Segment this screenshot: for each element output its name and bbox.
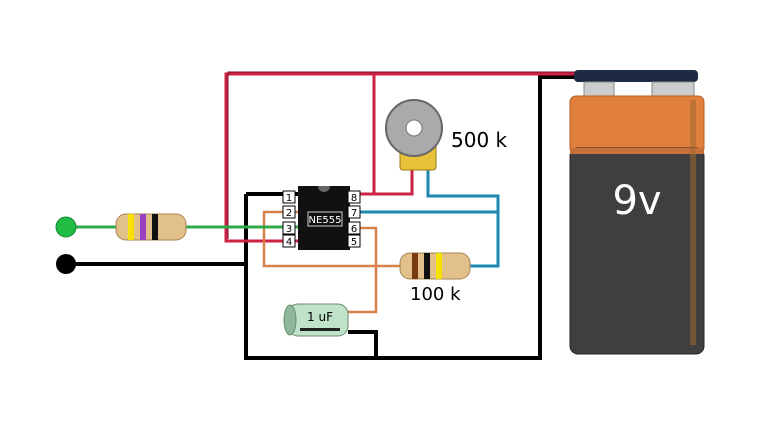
chip-pin-3: 3	[286, 224, 292, 235]
capacitor	[283, 303, 349, 337]
ground-wires	[66, 75, 580, 360]
chip-pin-5: 5	[351, 237, 357, 248]
battery-label: 9v	[612, 178, 661, 224]
threshold-wires	[262, 210, 404, 314]
chip-label: NE555	[309, 215, 342, 226]
battery-9v	[569, 70, 705, 355]
potentiometer-label: 500 k	[451, 128, 508, 152]
capacitor-label: 1 uF	[307, 310, 333, 324]
timing-wires	[348, 170, 500, 268]
chip-pin-7: 7	[351, 208, 357, 219]
timing-resistor	[399, 252, 471, 280]
potentiometer[interactable]	[385, 99, 443, 171]
chip-pin-4: 4	[286, 237, 292, 248]
ground-terminal[interactable]	[56, 254, 76, 274]
output-resistor	[115, 213, 187, 241]
timing-resistor-label: 100 k	[410, 284, 461, 305]
chip-pin-1: 1	[286, 193, 292, 204]
chip-pin-2: 2	[286, 208, 292, 219]
output-terminal[interactable]	[55, 216, 77, 238]
chip-pin-8: 8	[351, 193, 357, 204]
chip-pin-6: 6	[351, 224, 357, 235]
ne555-chip	[282, 186, 361, 250]
